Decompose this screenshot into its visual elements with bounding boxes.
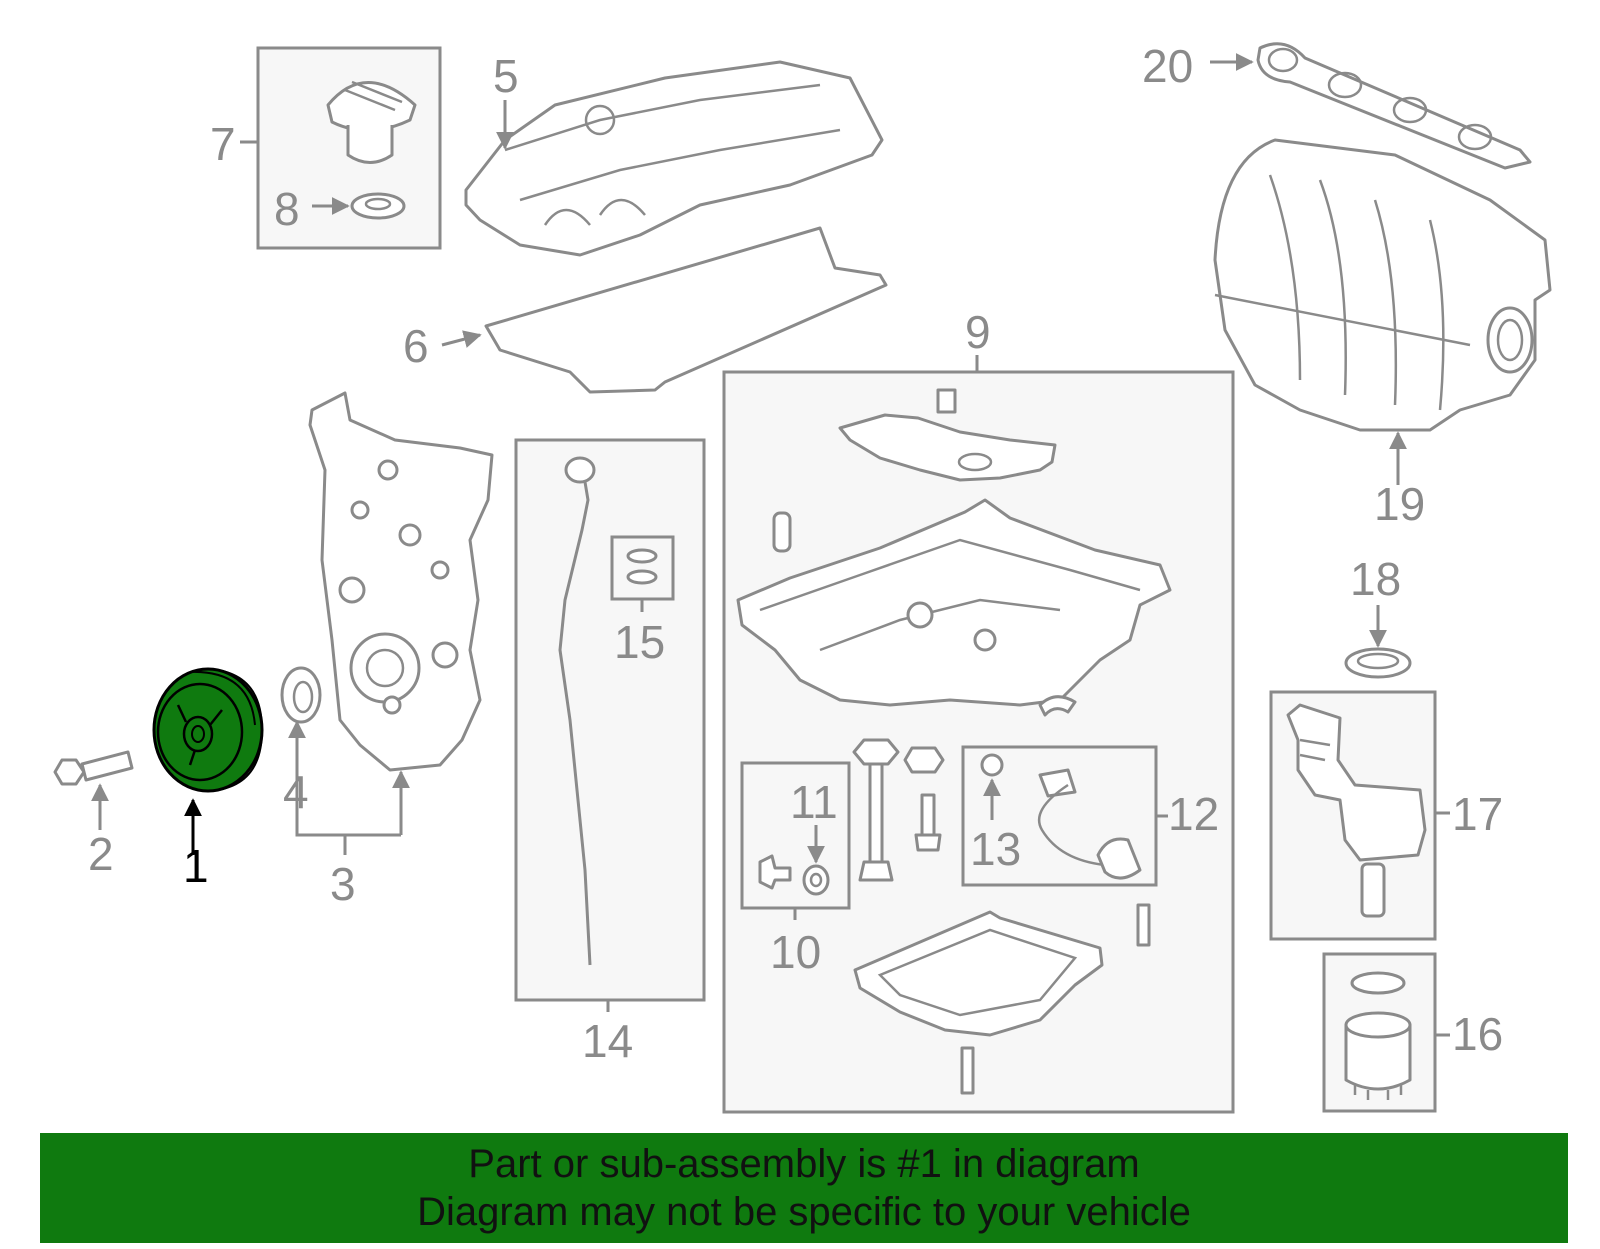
banner-line-2: Diagram may not be specific to your vehi… xyxy=(417,1190,1191,1234)
callout-7: 7 xyxy=(210,118,236,170)
crank-bolt-part xyxy=(53,750,134,786)
callout-19: 19 xyxy=(1374,478,1425,530)
dipstick-oring-upper-part xyxy=(626,548,658,564)
callout-11: 11 xyxy=(790,776,838,828)
oil-pan-bolt-part xyxy=(758,854,792,890)
oil-cooler-part xyxy=(1286,703,1427,918)
callout-9: 9 xyxy=(965,306,991,358)
timing-cover-part xyxy=(308,391,494,772)
callout-17: 17 xyxy=(1452,788,1503,840)
callout-16: 16 xyxy=(1452,1008,1503,1060)
valve-cover-gasket-part xyxy=(484,226,888,394)
dipstick-part xyxy=(558,456,596,966)
cap-seal-part xyxy=(350,192,406,220)
callout-10: 10 xyxy=(770,926,821,978)
highlight-banner: Part or sub-assembly is #1 in diagram Di… xyxy=(40,1133,1568,1243)
intake-manifold-gasket-part xyxy=(1256,42,1532,170)
oil-filter-part xyxy=(1344,971,1412,1100)
front-crank-seal-part xyxy=(280,666,322,724)
pan-plug-part xyxy=(903,746,945,852)
upper-oil-pan-part xyxy=(736,498,1172,717)
callout-1: 1 xyxy=(183,840,209,892)
filter-housing-seal-hole xyxy=(1356,652,1400,670)
leader-lines xyxy=(91,53,1450,1037)
group-box-15 xyxy=(610,535,675,601)
callout-13: 13 xyxy=(970,823,1021,875)
lower-oil-pan-part xyxy=(853,903,1151,1095)
oil-pan-baffle-part xyxy=(838,388,1057,482)
callout-12: 12 xyxy=(1168,788,1219,840)
drain-plug-part xyxy=(852,738,900,882)
drain-plug-washer-hole xyxy=(809,872,823,888)
callout-15: 15 xyxy=(614,616,665,668)
drain-plug-washer-part xyxy=(802,864,830,896)
banner-line-1: Part or sub-assembly is #1 in diagram xyxy=(468,1142,1140,1186)
callout-6: 6 xyxy=(403,320,429,372)
callout-8: 8 xyxy=(274,183,300,235)
crankshaft-balancer-part xyxy=(152,667,264,793)
oil-filler-cap-part xyxy=(326,80,417,164)
callout-14: 14 xyxy=(582,1015,633,1067)
cap-seal-hole xyxy=(364,197,392,211)
group-box-14 xyxy=(514,438,706,1002)
front-crank-seal-bore xyxy=(292,680,314,714)
intake-manifold-part xyxy=(1213,138,1552,432)
callout-2: 2 xyxy=(88,828,114,880)
callout-18: 18 xyxy=(1350,553,1401,605)
oil-level-sensor-part xyxy=(980,753,1142,880)
callout-4: 4 xyxy=(283,766,309,818)
valve-cover-part xyxy=(464,60,884,257)
callout-20: 20 xyxy=(1142,40,1193,92)
callout-5: 5 xyxy=(493,50,519,102)
dipstick-oring-lower-part xyxy=(626,569,658,585)
callout-3: 3 xyxy=(330,858,356,910)
